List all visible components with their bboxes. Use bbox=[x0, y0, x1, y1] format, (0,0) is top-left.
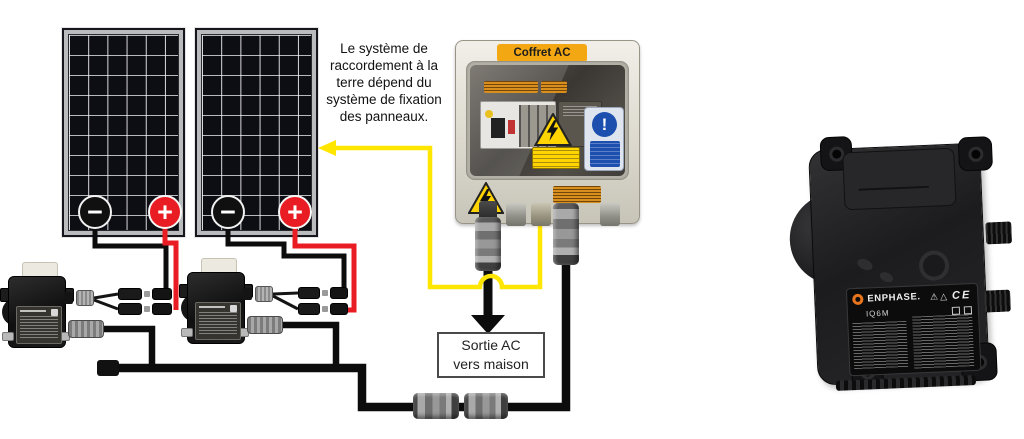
ac-output-connector bbox=[475, 217, 501, 271]
dc-cable-stub bbox=[64, 292, 73, 304]
wire-ac-trunk bbox=[112, 258, 571, 412]
relay-module-label bbox=[563, 106, 597, 116]
wire-panel1-negative bbox=[92, 224, 169, 296]
mc4-pair-inverter1-positive bbox=[118, 303, 176, 315]
label-chip bbox=[230, 305, 237, 312]
panel2-positive-terminal: + bbox=[278, 195, 312, 229]
dc-connector bbox=[985, 221, 1013, 245]
minus-icon: − bbox=[220, 196, 236, 227]
panel1-positive-terminal: + bbox=[148, 195, 182, 229]
notice-sticker: ! bbox=[584, 107, 624, 171]
mc4-pair-inverter2-positive bbox=[298, 303, 352, 315]
label-fine-print bbox=[852, 320, 909, 370]
label-fine-print bbox=[199, 312, 237, 336]
ac-connector bbox=[247, 316, 283, 334]
wire-inverter1-ac bbox=[100, 325, 156, 366]
sortie-line1: Sortie AC bbox=[461, 337, 521, 353]
model-name: IQ6M bbox=[865, 308, 890, 319]
lightning-icon bbox=[546, 120, 559, 141]
coffret-label: Coffret AC bbox=[497, 44, 587, 62]
mc4-male bbox=[298, 287, 320, 299]
wire-panel2-positive bbox=[292, 224, 357, 313]
dc-cable-stub bbox=[243, 288, 252, 300]
label-brand-line bbox=[199, 306, 225, 308]
exclamation-icon: ! bbox=[592, 112, 617, 137]
ac-connector bbox=[68, 320, 104, 338]
warning-triangle-icon bbox=[534, 113, 572, 146]
mounting-ear bbox=[957, 136, 994, 172]
arrow-ac-output-head bbox=[471, 315, 505, 334]
breaker-switch-window bbox=[491, 118, 505, 138]
wire-panel1-positive bbox=[162, 224, 179, 310]
enphase-microinverter-photo: ENPHASE. IQ6M ⚠△CE bbox=[786, 129, 1019, 402]
wire-ground-arrowhead bbox=[318, 140, 336, 156]
ground-screw bbox=[2, 332, 14, 341]
cable-gland-3 bbox=[531, 203, 551, 226]
ground-screw bbox=[181, 328, 193, 337]
label-chip bbox=[51, 309, 58, 316]
mc4-male bbox=[298, 303, 320, 315]
label-brand-line bbox=[20, 310, 46, 312]
plus-icon: + bbox=[157, 196, 173, 227]
panel2-negative-terminal: − bbox=[211, 195, 245, 229]
trunk-connector-female bbox=[464, 393, 508, 419]
mc4-pin bbox=[322, 306, 328, 312]
cable-gland-2 bbox=[506, 203, 526, 226]
mc4-female bbox=[152, 303, 172, 315]
mc4-female bbox=[152, 288, 172, 300]
wire-inverter2-ac bbox=[279, 321, 340, 366]
trunk-terminator-cap bbox=[97, 360, 119, 376]
dc-connector bbox=[255, 286, 273, 302]
brand-name: ENPHASE. bbox=[867, 291, 921, 305]
mounting-hole bbox=[968, 146, 984, 163]
ce-mark: CE bbox=[951, 289, 972, 302]
mc4-female bbox=[330, 287, 348, 299]
warning-icon: ⚠ bbox=[929, 291, 941, 302]
mc4-pin bbox=[144, 291, 150, 297]
label-fine-print bbox=[912, 314, 975, 369]
coffret-inner-label-2 bbox=[541, 81, 567, 93]
sortie-line2: vers maison bbox=[453, 356, 529, 372]
coffret-inner-label-1 bbox=[484, 81, 538, 93]
breaker-red-lever bbox=[508, 120, 515, 134]
product-label: ENPHASE. IQ6M ⚠△CE bbox=[845, 282, 982, 377]
wire-ground bbox=[334, 145, 543, 290]
plus-icon: + bbox=[287, 196, 303, 227]
inverter2-dc-pigtails bbox=[272, 291, 299, 311]
cover-groove bbox=[858, 185, 929, 191]
dc-connector bbox=[76, 290, 94, 306]
micro-inverter-2 bbox=[179, 252, 359, 352]
label-fine-print bbox=[20, 316, 58, 340]
lightning-icon bbox=[480, 189, 491, 209]
mc4-male bbox=[118, 303, 142, 315]
top-cover-panel bbox=[842, 147, 957, 211]
trunk-connector-male bbox=[413, 393, 459, 419]
grounding-note: Le système de raccordement à la terre dé… bbox=[326, 41, 442, 124]
wire-panel2-negative bbox=[225, 224, 347, 296]
micro-inverter-1 bbox=[0, 256, 180, 356]
mc4-pair-inverter2-negative bbox=[298, 287, 352, 299]
ac-input-connector bbox=[553, 203, 579, 265]
inverter-label bbox=[195, 302, 241, 340]
ac-connector bbox=[984, 289, 1011, 313]
cable-gland-4 bbox=[600, 203, 620, 226]
sortie-ac-box: Sortie AC vers maison bbox=[437, 332, 545, 378]
mc4-pin bbox=[144, 306, 150, 312]
panel1-negative-terminal: − bbox=[78, 195, 112, 229]
mc4-male bbox=[118, 288, 142, 300]
notice-sticker-text bbox=[590, 141, 620, 167]
breaker-indicator bbox=[485, 110, 493, 118]
warning-sticker-text bbox=[532, 147, 580, 169]
coffret-ac: Coffret AC ! bbox=[455, 40, 640, 226]
enphase-logo-icon bbox=[852, 293, 864, 306]
mc4-pair-inverter1-negative bbox=[118, 288, 176, 300]
mc4-pin bbox=[322, 290, 328, 296]
mc4-female bbox=[330, 303, 348, 315]
minus-icon: − bbox=[87, 196, 103, 227]
triangle-icon: △ bbox=[939, 291, 950, 302]
coffret-serial-label bbox=[553, 186, 601, 203]
inverter1-dc-pigtails bbox=[93, 292, 119, 311]
inverter-label bbox=[16, 306, 62, 344]
